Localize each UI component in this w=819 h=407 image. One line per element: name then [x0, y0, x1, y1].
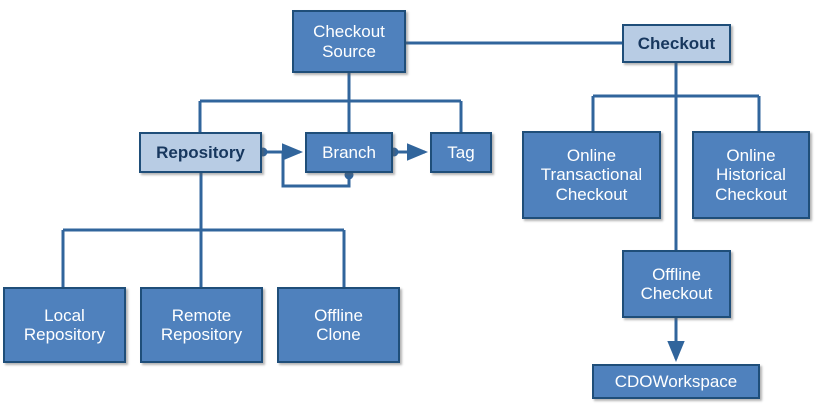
node-online-transactional-checkout[interactable]: Online Transactional Checkout	[522, 131, 661, 219]
node-label: Tag	[447, 142, 475, 162]
node-tag[interactable]: Tag	[430, 132, 492, 173]
node-label: Remote Repository	[160, 305, 243, 344]
node-offline-checkout[interactable]: Offline Checkout	[622, 250, 731, 318]
node-label: Offline Checkout	[640, 264, 713, 303]
node-cdoworkspace[interactable]: CDOWorkspace	[592, 364, 760, 399]
node-label: Online Historical Checkout	[715, 146, 787, 204]
node-online-historical-checkout[interactable]: Online Historical Checkout	[692, 131, 810, 219]
node-label: Checkout Source	[313, 22, 385, 61]
node-label: Branch	[322, 142, 376, 162]
node-repository[interactable]: Repository	[139, 132, 262, 173]
edge-checkout-source-tree-bus	[198, 73, 463, 132]
edge-repository-children-bus	[61, 173, 346, 287]
node-checkout-source[interactable]: Checkout Source	[292, 10, 406, 73]
node-local-repository[interactable]: Local Repository	[3, 287, 126, 363]
node-label: Checkout	[637, 33, 716, 53]
node-remote-repository[interactable]: Remote Repository	[140, 287, 263, 363]
node-label: Online Transactional Checkout	[540, 146, 643, 204]
node-offline-clone[interactable]: Offline Clone	[277, 287, 400, 363]
edge-checkout-children-bus	[591, 63, 761, 250]
node-label: Repository	[156, 142, 245, 162]
node-branch[interactable]: Branch	[305, 132, 393, 173]
node-label: CDOWorkspace	[614, 371, 738, 391]
node-label: Local Repository	[23, 305, 106, 344]
node-checkout[interactable]: Checkout	[622, 24, 731, 63]
node-label: Offline Clone	[314, 305, 363, 344]
